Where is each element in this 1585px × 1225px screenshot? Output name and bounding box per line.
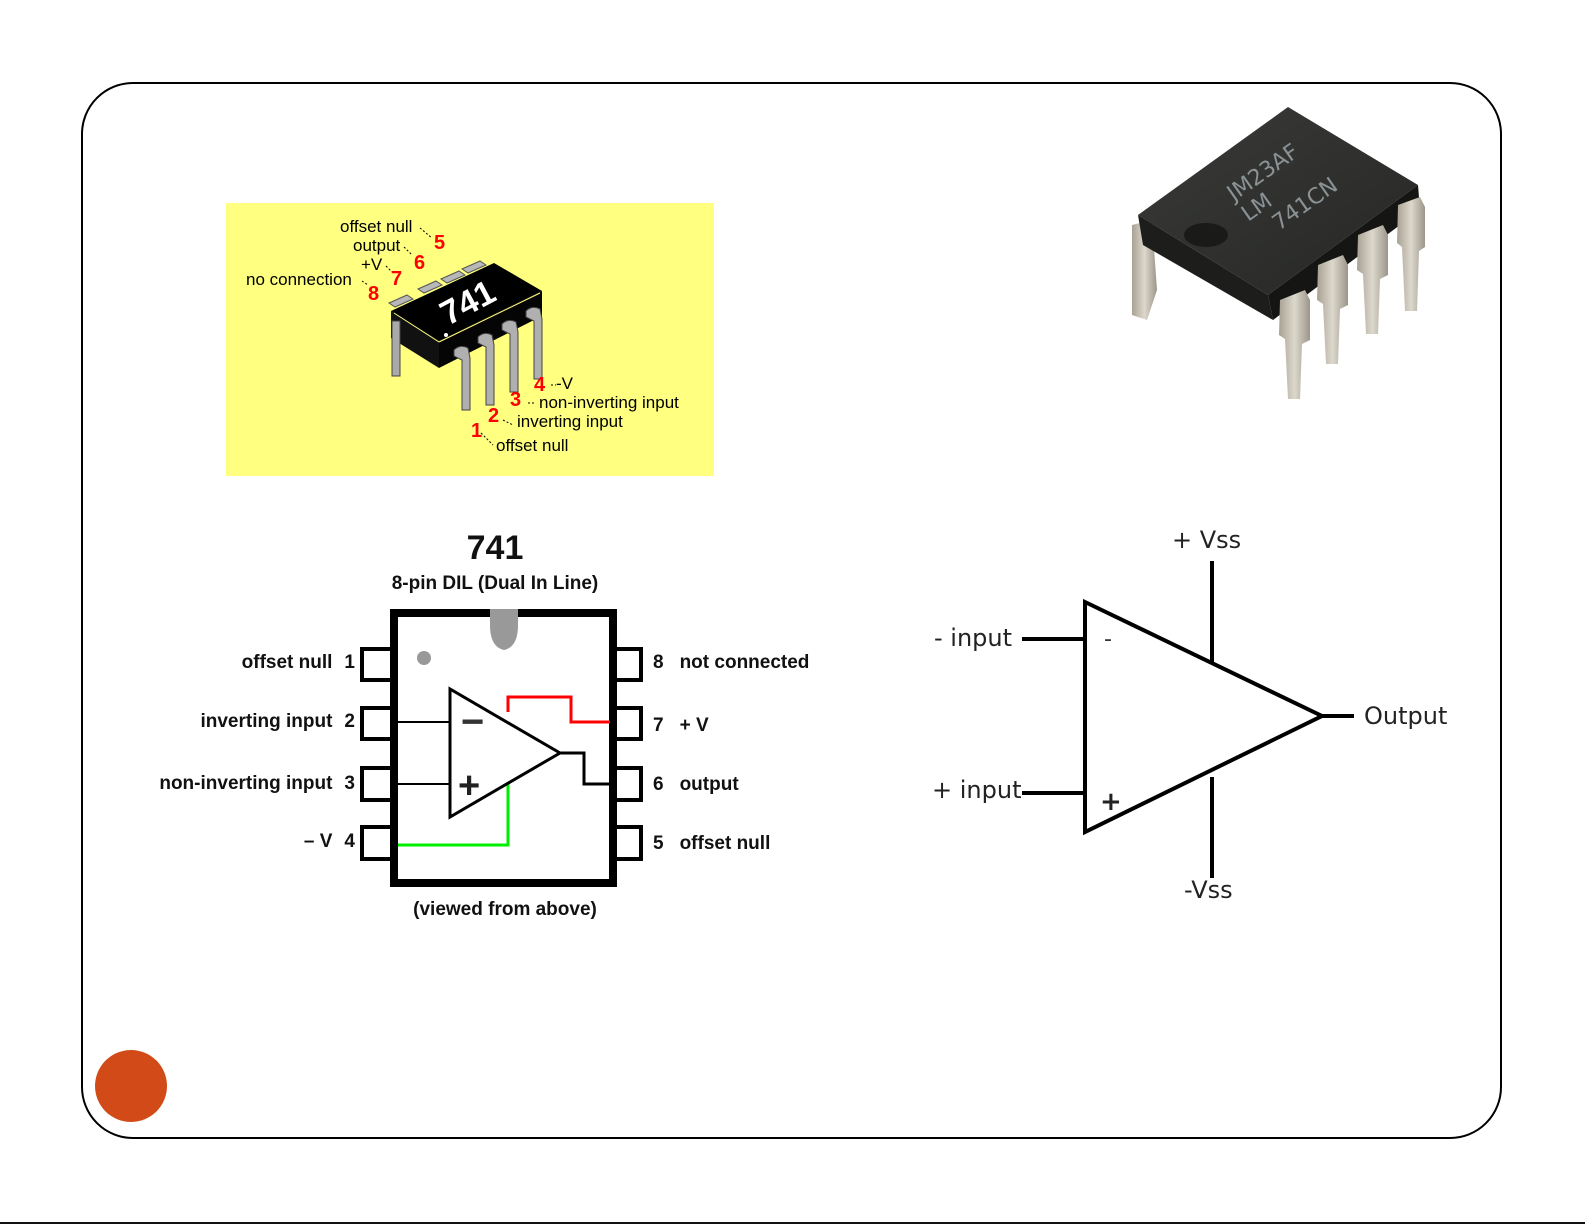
symbol-minus-sign: - [1104, 627, 1112, 652]
pinout-3d-illustration: 741 offset null 5 output 6 +V 7 no conne… [226, 203, 714, 476]
minus-input-label: - input [934, 624, 1013, 652]
dil-pin-6: 6 output [653, 774, 739, 796]
pin1-marker [417, 651, 431, 665]
dil-pin-7: 7 + V [653, 715, 709, 737]
pin-name: non-inverting input [159, 773, 333, 794]
pin7-number: 7 [391, 268, 402, 290]
dil-pin-8: 8 not connected [653, 652, 809, 674]
pin-number: 6 [653, 774, 664, 795]
dil-footer: (viewed from above) [413, 899, 597, 920]
pin-number: 8 [653, 652, 664, 673]
right-pin-boxes [611, 647, 643, 861]
pin7-label: +V [361, 255, 383, 274]
pin1-number: 1 [471, 420, 482, 442]
dil-pinout-diagram: 741 8-pin DIL (Dual In Line) − + o [130, 525, 850, 935]
output-wire [560, 751, 610, 786]
pin-name: output [679, 774, 739, 795]
pin3-number: 3 [510, 389, 521, 411]
pin-name: – V [303, 831, 333, 852]
negative-supply-label: -Vss [1184, 876, 1233, 904]
pin4-number: 4 [534, 374, 546, 396]
opamp-symbol-drawing: - + [1022, 561, 1354, 878]
pin6-number: 6 [414, 252, 425, 274]
pinout-3d-drawing: 741 offset null 5 output 6 +V 7 no conne… [246, 217, 679, 455]
orientation-notch [490, 609, 518, 650]
opamp-symbol-diagram: - + + Vss - input + input Output -Vss [920, 520, 1480, 920]
pin3-label: non-inverting input [539, 393, 679, 412]
dil-title: 741 [466, 529, 524, 567]
pin-number: 3 [344, 773, 355, 794]
left-pin-boxes [360, 647, 394, 861]
pin-name: inverting input [200, 711, 333, 732]
opamp-triangle [448, 686, 563, 820]
opamp-symbol-triangle [1083, 598, 1327, 836]
pin8-label: no connection [246, 270, 352, 289]
pin2-label: inverting input [517, 412, 623, 431]
pin8-number: 8 [368, 283, 379, 305]
pin2-number: 2 [488, 405, 499, 427]
chip-photo-drawing: JM23AF LM 741CN [1132, 107, 1425, 399]
pin-number: 7 [653, 715, 664, 736]
plus-input-label: + input [932, 776, 1022, 804]
pin-name: not connected [679, 652, 810, 673]
opamp-plus-sign: + [458, 765, 480, 807]
symbol-plus-sign: + [1100, 787, 1122, 817]
dil-subtitle: 8-pin DIL (Dual In Line) [391, 573, 599, 594]
pin-number: 2 [344, 711, 355, 732]
pin-number: 1 [344, 652, 355, 673]
bottom-rule [0, 1222, 1585, 1224]
chip-photo: JM23AF LM 741CN [1118, 95, 1438, 405]
dil-pin-4: – V 4 [304, 831, 355, 853]
pin-number: 4 [344, 831, 355, 852]
dil-pin-5: 5 offset null [653, 833, 770, 855]
pin-name: offset null [241, 652, 333, 673]
positive-supply-wire [506, 695, 610, 724]
positive-supply-label: + Vss [1172, 526, 1242, 554]
pin-number: 5 [653, 833, 664, 854]
slide-frame [81, 82, 1502, 1139]
slide-accent-dot [95, 1050, 167, 1122]
output-label: Output [1364, 702, 1448, 730]
opamp-minus-sign: − [461, 700, 484, 744]
dil-pin-3: non-inverting input 3 [159, 773, 355, 795]
front-pins [453, 306, 543, 411]
back-pins [387, 260, 488, 308]
pin5-number: 5 [434, 232, 445, 254]
pin-name: + V [679, 715, 709, 736]
dil-pin-2: inverting input 2 [200, 711, 355, 733]
dil-package-drawing: − + [360, 609, 643, 887]
pin-name: offset null [679, 833, 771, 854]
negative-supply-wire [398, 784, 510, 847]
pin5-label: offset null [340, 217, 412, 236]
pin6-label: output [353, 236, 401, 255]
dil-pin-1: offset null 1 [242, 652, 355, 674]
pin4-label: -V [556, 374, 574, 393]
pin1-label: offset null [496, 436, 568, 455]
